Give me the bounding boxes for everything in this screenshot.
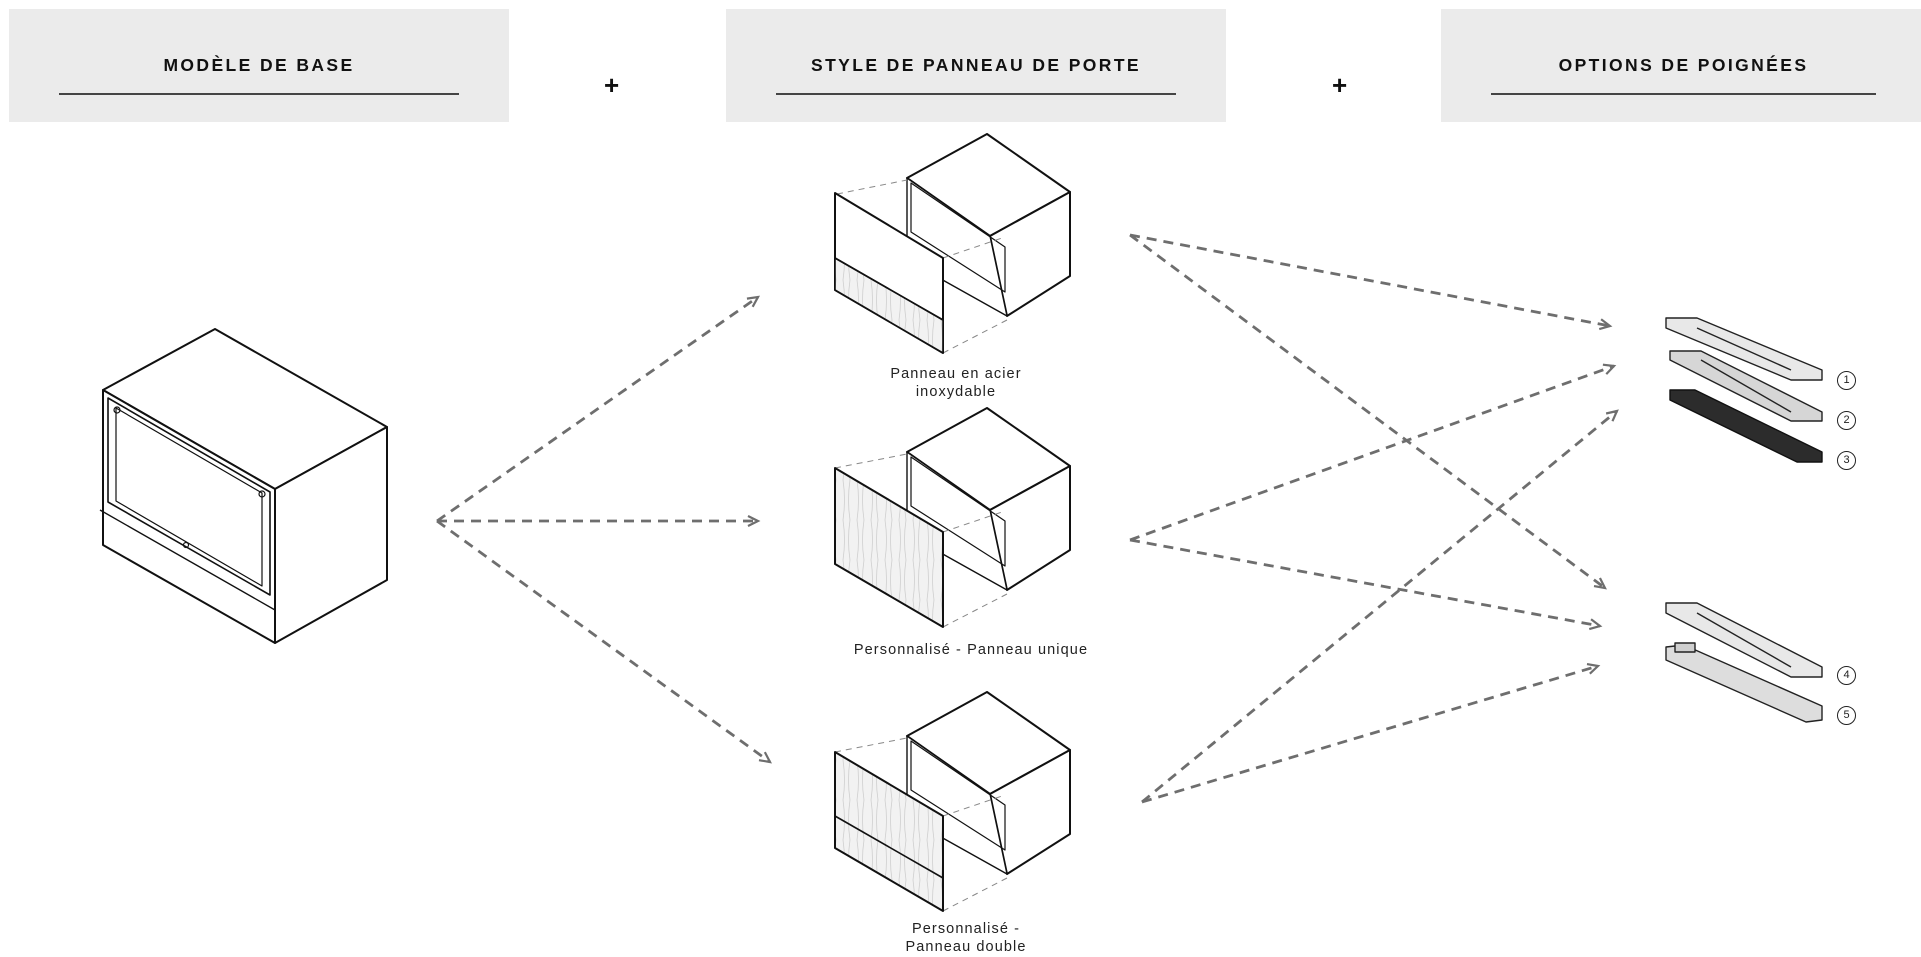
caption-stainless-panel: Panneau en acier inoxydable xyxy=(890,366,1022,400)
plus-sign: + xyxy=(604,70,620,100)
header-divider xyxy=(1491,93,1876,95)
handle-3-icon xyxy=(1669,389,1823,463)
arrow-double-to-group-a xyxy=(1141,409,1619,804)
arrow-double-to-group-b xyxy=(1141,662,1601,804)
handle-4-icon xyxy=(1665,602,1823,678)
handle-number-1: 1 xyxy=(1837,371,1856,390)
handle-1-icon xyxy=(1665,317,1823,381)
handle-number-3: 3 xyxy=(1837,451,1856,470)
base-model-drawer xyxy=(99,328,388,644)
arrow-single-to-group-a xyxy=(1129,363,1617,542)
header-title: STYLE DE PANNEAU DE PORTE xyxy=(811,55,1141,75)
caption-custom-double-panel: Personnalisé - Panneau double xyxy=(905,921,1027,955)
header-base-model: MODÈLE DE BASE xyxy=(9,9,509,122)
header-divider xyxy=(59,93,459,95)
arrow-single-to-group-b xyxy=(1129,538,1603,631)
arrow-stainless-to-group-a xyxy=(1129,233,1613,331)
handle-2-icon xyxy=(1669,350,1823,422)
panel-stainless-unit xyxy=(834,133,1071,354)
header-handle-options: OPTIONS DE POIGNÉES xyxy=(1441,9,1921,122)
arrows-panels-to-handles xyxy=(1129,233,1619,804)
arrow-to-custom-double xyxy=(436,519,772,764)
plus-sign: + xyxy=(1332,70,1348,100)
handle-number-2: 2 xyxy=(1837,411,1856,430)
arrow-stainless-to-group-b xyxy=(1129,233,1607,590)
handle-5-icon xyxy=(1665,642,1823,723)
panel-custom-double-unit xyxy=(834,691,1071,912)
arrows-base-to-panels xyxy=(436,295,772,764)
arrow-to-stainless xyxy=(436,295,761,523)
panel-custom-single-unit xyxy=(834,407,1071,628)
handle-number-5: 5 xyxy=(1837,706,1856,725)
header-divider xyxy=(776,93,1176,95)
header-title: OPTIONS DE POIGNÉES xyxy=(1558,55,1809,75)
handle-number-4: 4 xyxy=(1837,666,1856,685)
caption-custom-single-panel: Personnalisé - Panneau unique xyxy=(853,642,1089,658)
header-door-panel-style: STYLE DE PANNEAU DE PORTE xyxy=(726,9,1226,122)
header-title: MODÈLE DE BASE xyxy=(163,55,355,75)
